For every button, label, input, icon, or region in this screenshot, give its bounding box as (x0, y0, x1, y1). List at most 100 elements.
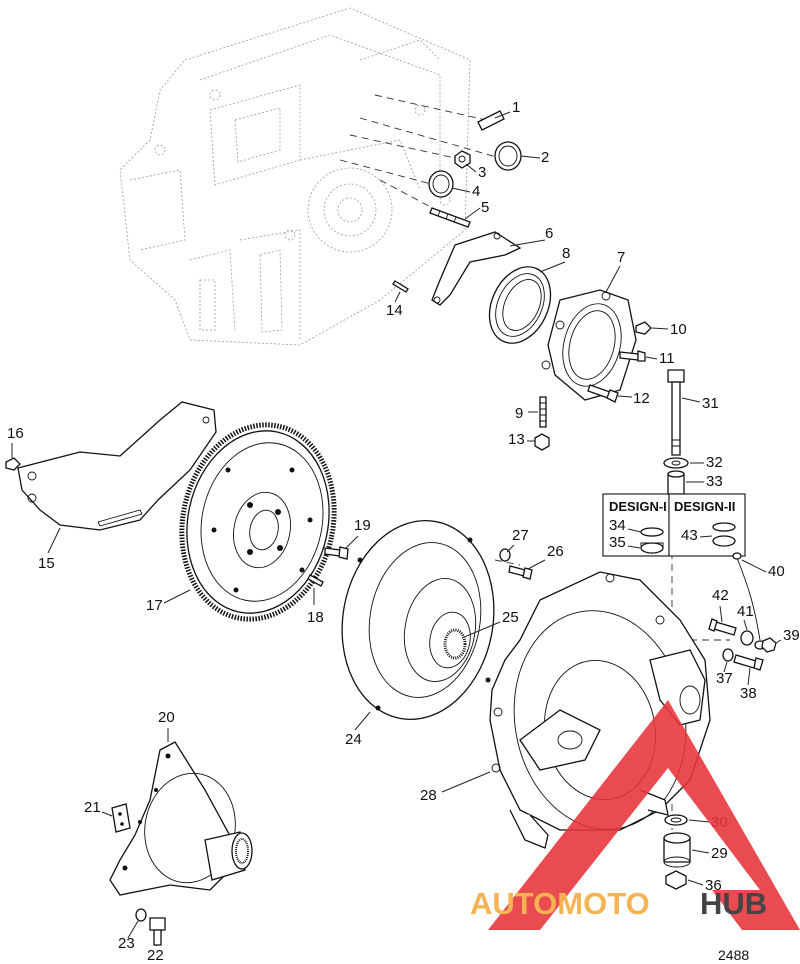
callout-leader-35 (627, 545, 641, 549)
sleeve-33 (667, 470, 685, 495)
callout-4: 4 (472, 183, 480, 200)
flywheel-cover-15 (17, 401, 217, 531)
callout-leader-19 (345, 535, 359, 549)
nut-13 (534, 433, 550, 451)
seal-housing-7 (541, 289, 637, 401)
callout-23: 23 (118, 935, 135, 952)
washer-30 (664, 814, 688, 826)
design-box-2: DESIGN-II (668, 493, 746, 557)
callout-leader-7 (605, 265, 621, 293)
watermark-word-left: AUTOMOTO (470, 886, 650, 921)
callout-leader-30 (688, 819, 710, 823)
callout-leader-41 (743, 619, 748, 631)
flywheel-17 (179, 422, 337, 622)
callout-13: 13 (508, 431, 525, 448)
callout-3: 3 (478, 164, 486, 181)
callout-24: 24 (345, 731, 362, 748)
callout-14: 14 (386, 302, 403, 319)
callout-17: 17 (146, 597, 163, 614)
callout-25: 25 (502, 609, 519, 626)
callout-33: 33 (706, 473, 723, 490)
callout-leader-40 (741, 559, 767, 573)
bolt-26 (508, 565, 533, 580)
callout-40: 40 (768, 563, 785, 580)
stud-5 (429, 207, 471, 228)
figure-number: 2488 (718, 947, 749, 963)
callout-leader-34 (627, 528, 642, 533)
callout-8: 8 (562, 245, 570, 262)
washer-41 (740, 630, 754, 646)
callout-39: 39 (783, 627, 800, 644)
callout-37: 37 (716, 670, 733, 687)
callout-41: 41 (737, 603, 754, 620)
seal-ring-2 (494, 141, 522, 171)
callout-leader-17 (163, 589, 191, 604)
callout-leader-24 (354, 711, 371, 731)
callout-19: 19 (354, 517, 371, 534)
callout-leader-39 (775, 639, 782, 644)
callout-leader-6 (509, 239, 546, 247)
callout-leader-4 (451, 187, 471, 193)
callout-29: 29 (711, 845, 728, 862)
callout-6: 6 (545, 225, 553, 242)
callout-26: 26 (547, 543, 564, 560)
callout-34: 34 (609, 517, 626, 534)
nut-39 (761, 637, 777, 653)
callout-18: 18 (307, 609, 324, 626)
washer-32 (663, 457, 689, 469)
callout-7: 7 (617, 249, 625, 266)
callout-leader-11 (645, 356, 658, 360)
callout-leader-43 (699, 535, 713, 538)
design-box-1-label: DESIGN-I (609, 499, 667, 514)
callout-5: 5 (481, 199, 489, 216)
callout-1: 1 (512, 99, 520, 116)
callout-9: 9 (515, 405, 523, 422)
bracket-21 (111, 803, 131, 833)
callout-16: 16 (7, 425, 24, 442)
watermark-triangle-icon (488, 700, 800, 930)
drive-plate-24 (341, 520, 495, 720)
callout-leader-14 (394, 291, 401, 303)
callout-leader-2 (520, 155, 541, 159)
callout-31: 31 (702, 395, 719, 412)
callout-leader-23 (127, 920, 139, 939)
watermark-word-right: HUB (700, 886, 767, 921)
callout-leader-1 (494, 111, 511, 119)
callout-22: 22 (147, 947, 164, 964)
callout-21: 21 (84, 799, 101, 816)
callout-38: 38 (740, 685, 757, 702)
callout-leader-28 (441, 771, 491, 793)
callout-leader-36 (687, 879, 704, 886)
bolt-16 (5, 457, 21, 471)
callout-43: 43 (681, 527, 698, 544)
dowel-18 (307, 574, 324, 587)
oil-seal-8 (488, 266, 552, 344)
callout-leader-27 (506, 544, 515, 553)
callout-leader-3 (465, 163, 477, 173)
callout-20: 20 (158, 709, 175, 726)
dowel-pin-1 (477, 110, 505, 131)
bolt-19 (324, 546, 349, 560)
callout-11: 11 (659, 350, 675, 367)
engine-block-ghost (119, 7, 471, 346)
callout-leader-37 (723, 661, 728, 673)
mount-29 (663, 832, 691, 868)
bolt-42 (708, 618, 737, 636)
callout-12: 12 (633, 390, 650, 407)
callout-leader-12 (617, 395, 633, 398)
callout-15: 15 (38, 555, 55, 572)
washer-37 (722, 648, 734, 662)
nut-36 (665, 870, 687, 890)
callout-leader-26 (527, 559, 546, 570)
callout-2: 2 (541, 149, 549, 166)
callout-27: 27 (512, 527, 529, 544)
bolt-12 (587, 384, 619, 403)
callout-leader-5 (464, 207, 481, 220)
design-box-2-label: DESIGN-II (674, 499, 735, 514)
callout-36: 36 (705, 877, 722, 894)
bolt-22 (149, 917, 166, 946)
callout-32: 32 (706, 454, 723, 471)
callout-10: 10 (670, 321, 687, 338)
callout-leader-15 (47, 527, 61, 554)
callout-42: 42 (712, 587, 729, 604)
